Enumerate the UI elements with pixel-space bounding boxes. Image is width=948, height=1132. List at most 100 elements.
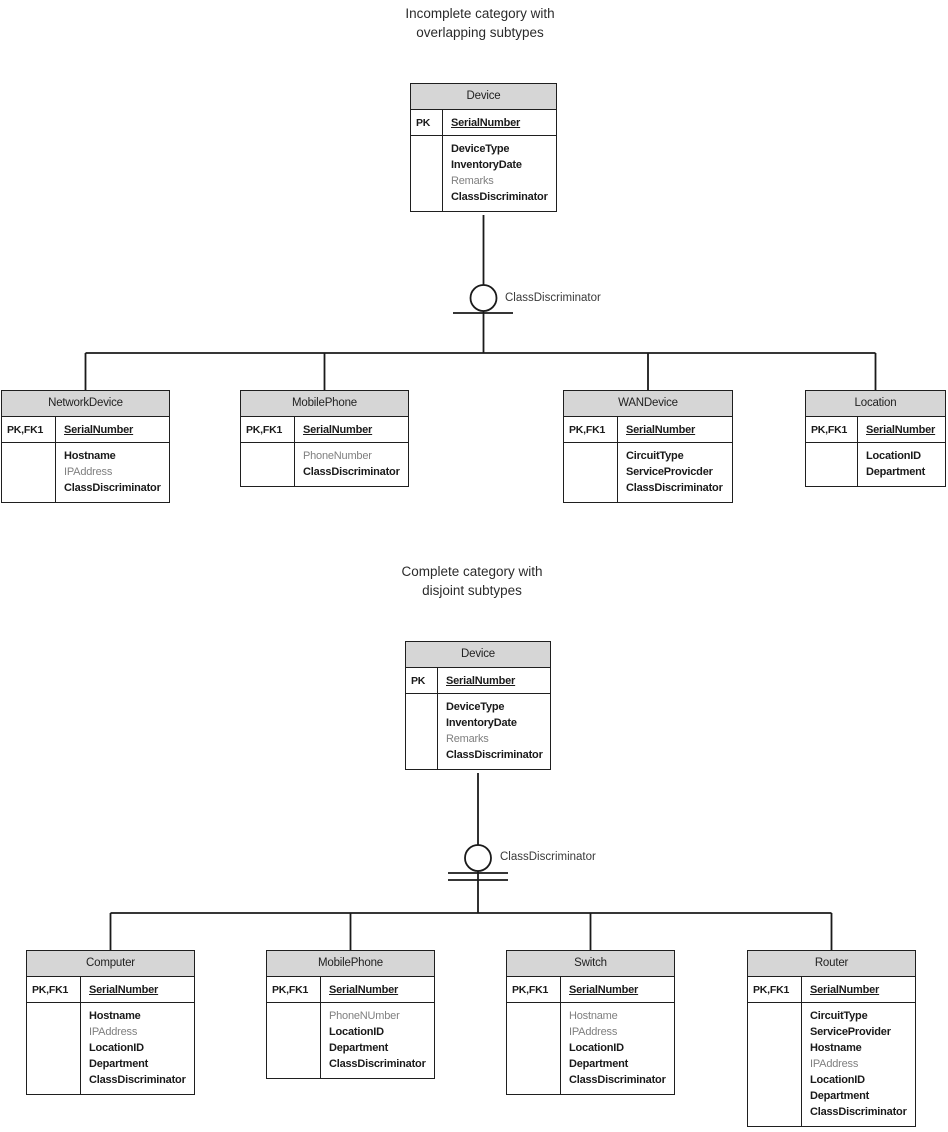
entity-attribute: ClassDiscriminator [569, 1074, 666, 1086]
entity-key-label: PK [406, 668, 438, 693]
entity-attribute: DeviceType [451, 143, 510, 155]
entity-attribute: Hostname [64, 450, 116, 462]
entity-key-row: PK,FK1 SerialNumber [507, 977, 674, 1003]
entity-key-label: PK,FK1 [267, 977, 321, 1002]
entity-key-column-spacer [2, 443, 56, 502]
entity-title: Device [411, 84, 556, 110]
entity-attribute: IPAddress [89, 1026, 138, 1038]
entity-title: MobilePhone [267, 951, 434, 977]
diagram-title-top: Incomplete category with overlapping sub… [405, 6, 555, 40]
bottom-category-circle [464, 844, 492, 872]
entity-attribute: Remarks [451, 175, 494, 187]
entity-key-attribute: SerialNumber [451, 116, 521, 129]
entity-attribute: CircuitType [626, 450, 684, 462]
entity-attribute: Hostname [810, 1042, 862, 1054]
entity-attribute: ClassDiscriminator [810, 1106, 907, 1118]
entity-attribute: LocationID [329, 1026, 384, 1038]
entity-attribute: IPAddress [569, 1026, 618, 1038]
entity-attribute: ClassDiscriminator [446, 749, 543, 761]
entity-attribute: ServiceProvicder [626, 466, 713, 478]
entity-key-label: PK,FK1 [806, 417, 858, 442]
entity-title: Router [748, 951, 915, 977]
entity-key-column-spacer [27, 1003, 81, 1094]
entity-title: MobilePhone [241, 391, 408, 417]
entity-key-attribute: SerialNumber [626, 423, 696, 436]
entity-key-label: PK,FK1 [27, 977, 81, 1002]
entity-key-label: PK,FK1 [507, 977, 561, 1002]
entity-attribute: ClassDiscriminator [89, 1074, 186, 1086]
entity-key-attribute: SerialNumber [569, 983, 639, 996]
entity-attribute: LocationID [89, 1042, 144, 1054]
category-discriminator-label-bottom: ClassDiscriminator [500, 851, 596, 863]
entity-attribute: PhoneNUmber [329, 1010, 400, 1022]
entity-key-attribute: SerialNumber [810, 983, 880, 996]
category-discriminator-label-top: ClassDiscriminator [505, 292, 601, 304]
entity-attribute: DeviceType [446, 701, 505, 713]
entity-title: Location [806, 391, 945, 417]
entity-attribute: IPAddress [64, 466, 113, 478]
entity-attribute: Department [866, 466, 926, 478]
entity-key-column-spacer [406, 694, 438, 769]
entity-key-column-spacer [564, 443, 618, 502]
entity-key-attribute: SerialNumber [64, 423, 134, 436]
entity-key-label: PK,FK1 [241, 417, 295, 442]
entity-key-column-spacer [806, 443, 858, 486]
entity-key-attribute: SerialNumber [89, 983, 159, 996]
entity-attribute: InventoryDate [446, 717, 517, 729]
entity-attribute: ClassDiscriminator [626, 482, 723, 494]
entity-key-label: PK,FK1 [564, 417, 618, 442]
entity-key-row: PK,FK1 SerialNumber [806, 417, 945, 443]
entity-attribute: InventoryDate [451, 159, 522, 171]
top-category-circle [469, 284, 498, 312]
entity-attribute: ClassDiscriminator [64, 482, 161, 494]
entity-key-row: PK,FK1 SerialNumber [564, 417, 732, 443]
entity-attribute: LocationID [810, 1074, 865, 1086]
entity-key-column-spacer [507, 1003, 561, 1094]
entity-title: Computer [27, 951, 194, 977]
entity-attribute: IPAddress [810, 1058, 859, 1070]
entity-attribute: Hostname [569, 1010, 618, 1022]
entity-key-label: PK [411, 110, 443, 135]
entity-key-row: PK,FK1 SerialNumber [27, 977, 194, 1003]
entity-key-attribute: SerialNumber [866, 423, 936, 436]
entity-attribute: Department [810, 1090, 870, 1102]
entity-key-column-spacer [411, 136, 443, 211]
entity-attribute: ClassDiscriminator [303, 466, 400, 478]
entity-key-column-spacer [748, 1003, 802, 1126]
entity-title: WANDevice [564, 391, 732, 417]
entity-attribute: ClassDiscriminator [451, 191, 548, 203]
entity-key-row: PK SerialNumber [411, 110, 556, 136]
entity-attribute: PhoneNumber [303, 450, 372, 462]
